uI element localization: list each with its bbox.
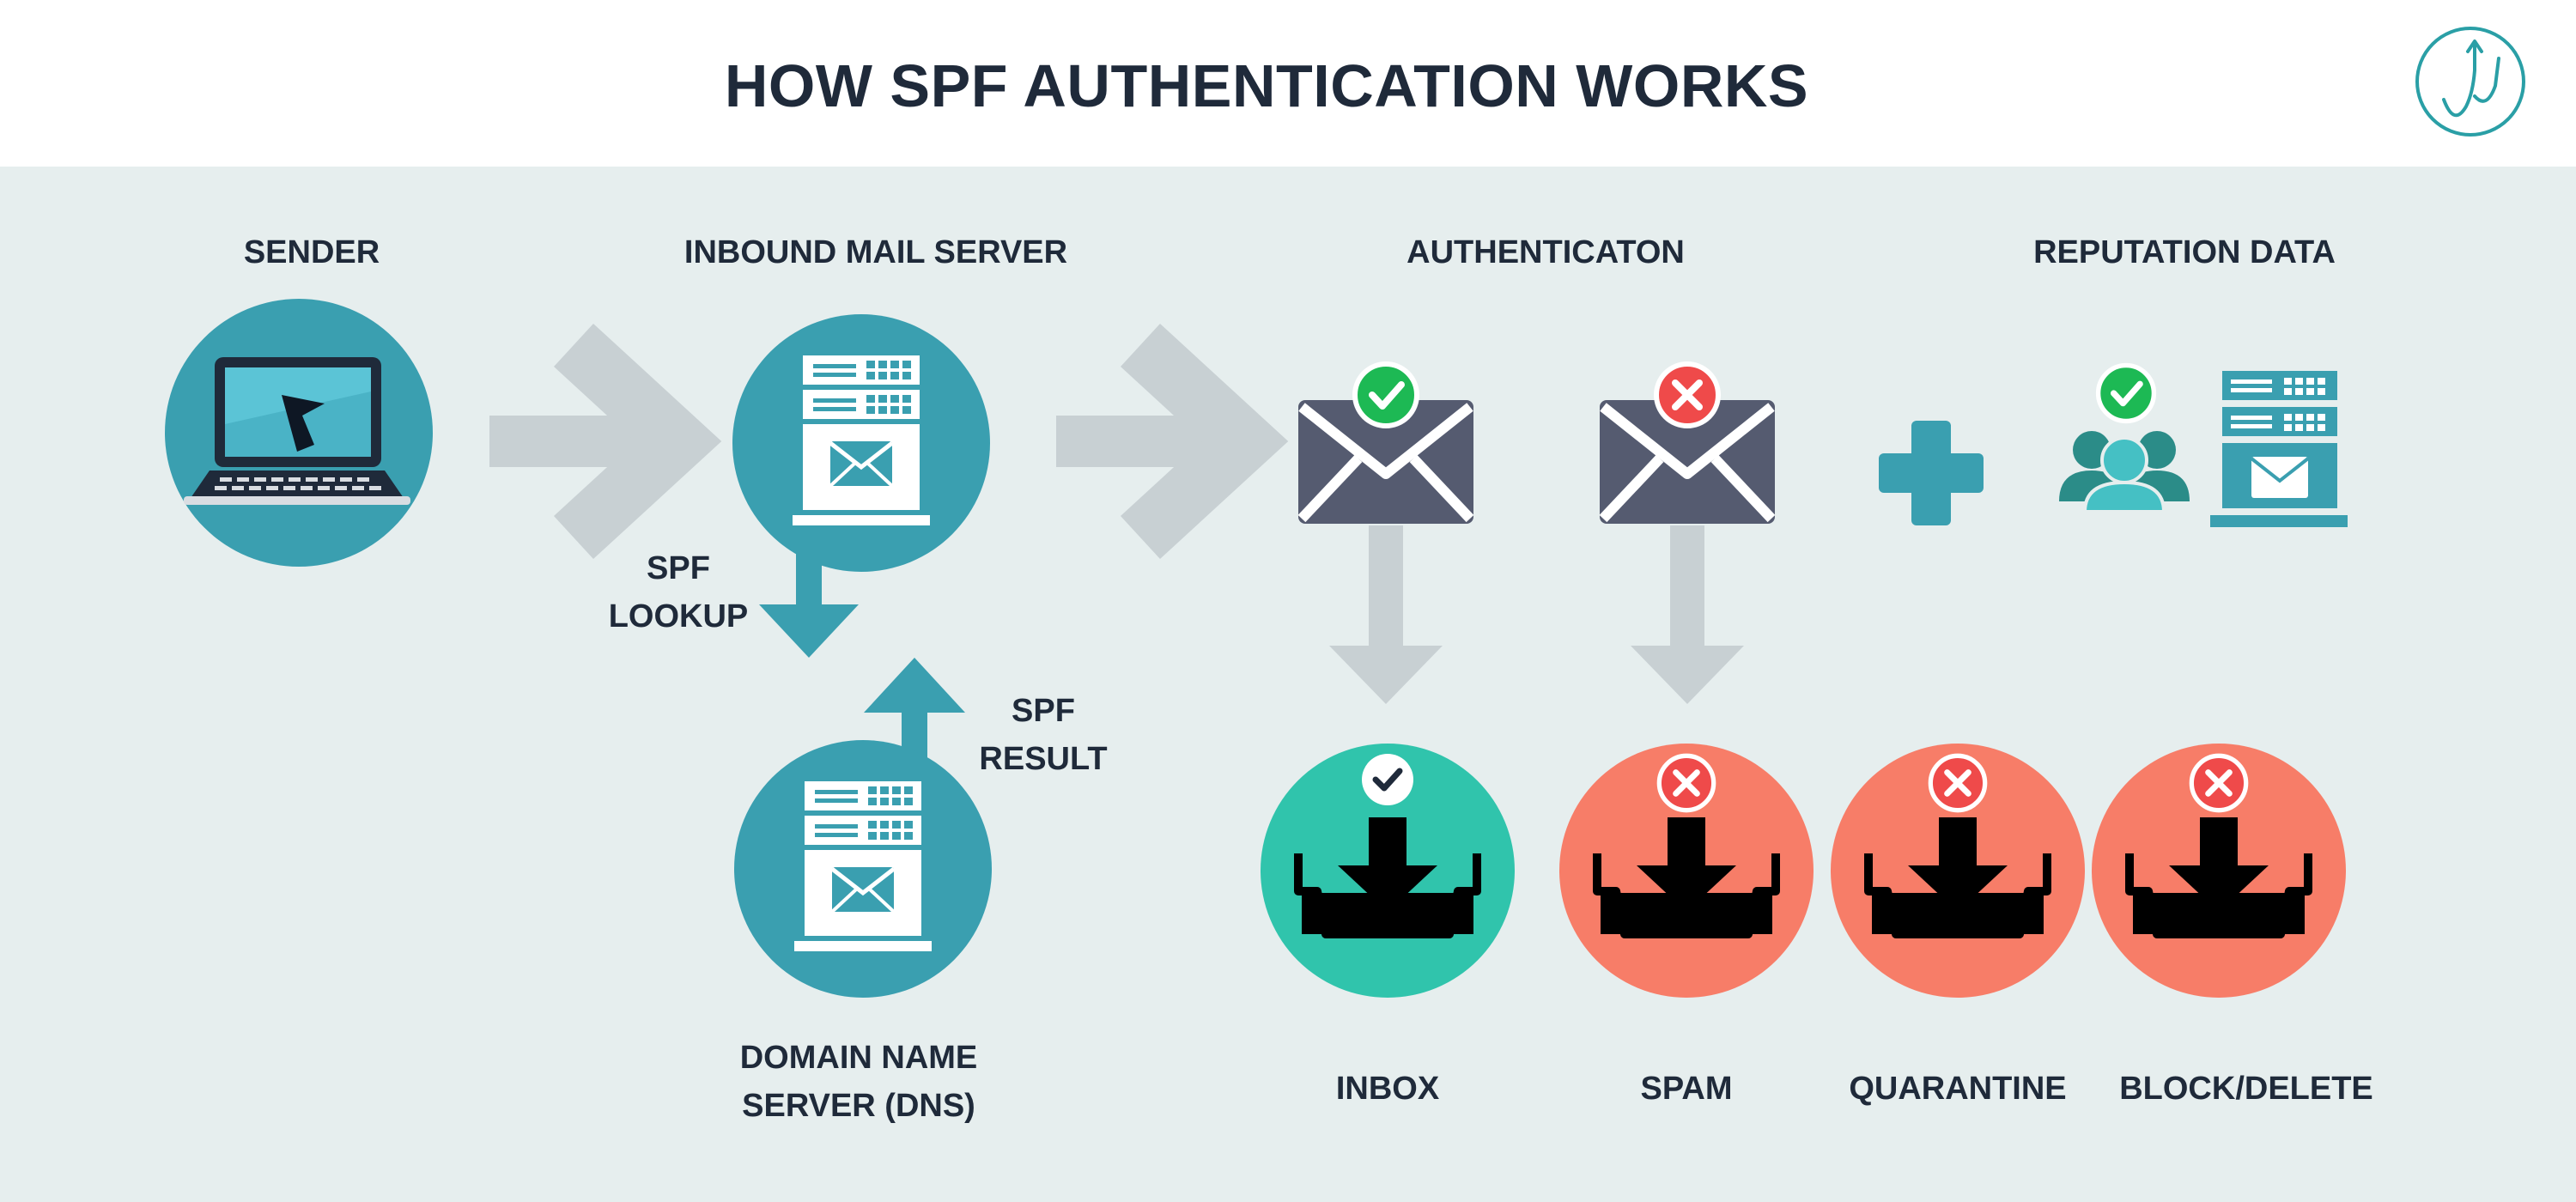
arrow-to-authentication-icon [1056, 345, 1245, 537]
spf-lookup-line1: SPF [647, 550, 710, 586]
people-group-icon [2059, 366, 2190, 513]
inbox-outcome-icon [1261, 744, 1515, 998]
reputation-server-icon [2210, 371, 2348, 527]
diagram-panel [0, 167, 2576, 1202]
arrow-to-spam-icon [1631, 525, 1744, 704]
spf-lookup-line2: LOOKUP [608, 598, 749, 634]
column-label-authentication: AUTHENTICATON [1406, 234, 1685, 270]
plus-icon [1879, 421, 1984, 525]
outcome-label-block-delete: BLOCK/DELETE [2119, 1071, 2373, 1107]
spf-lookup-label: SPF LOOKUP [584, 544, 773, 640]
column-label-inbound-server: INBOUND MAIL SERVER [683, 234, 1068, 270]
column-label-reputation: REPUTATION DATA [2033, 234, 2336, 270]
spf-result-line2: RESULT [979, 741, 1108, 777]
spf-result-line1: SPF [1012, 693, 1075, 729]
sender-laptop-icon [165, 299, 433, 567]
quarantine-outcome-icon [1831, 744, 2085, 998]
outcome-label-inbox: INBOX [1335, 1071, 1440, 1107]
outcome-label-quarantine: QUARANTINE [1849, 1071, 2067, 1107]
brand-logo-icon [2415, 27, 2525, 137]
block-delete-outcome-icon [2092, 744, 2346, 998]
pass-envelope-icon [1298, 364, 1473, 524]
inbound-server-icon [732, 314, 990, 572]
spf-result-label: SPF RESULT [953, 687, 1133, 783]
dns-label: DOMAIN NAME SERVER (DNS) [687, 1034, 1030, 1130]
fail-envelope-icon [1600, 364, 1775, 524]
dns-label-line1: DOMAIN NAME [739, 1040, 978, 1076]
spam-outcome-icon [1559, 744, 1814, 998]
arrow-to-inbox-icon [1329, 525, 1443, 704]
outcome-label-spam: SPAM [1640, 1071, 1733, 1107]
dns-server-icon [734, 740, 992, 998]
header-bar [0, 0, 2576, 167]
page-title: HOW SPF AUTHENTICATION WORKS [724, 52, 1809, 119]
dns-label-line2: SERVER (DNS) [742, 1088, 975, 1124]
column-label-sender: SENDER [243, 234, 380, 270]
arrow-to-inbound-icon [489, 345, 678, 537]
spf-lookup-arrow-icon [759, 549, 859, 658]
